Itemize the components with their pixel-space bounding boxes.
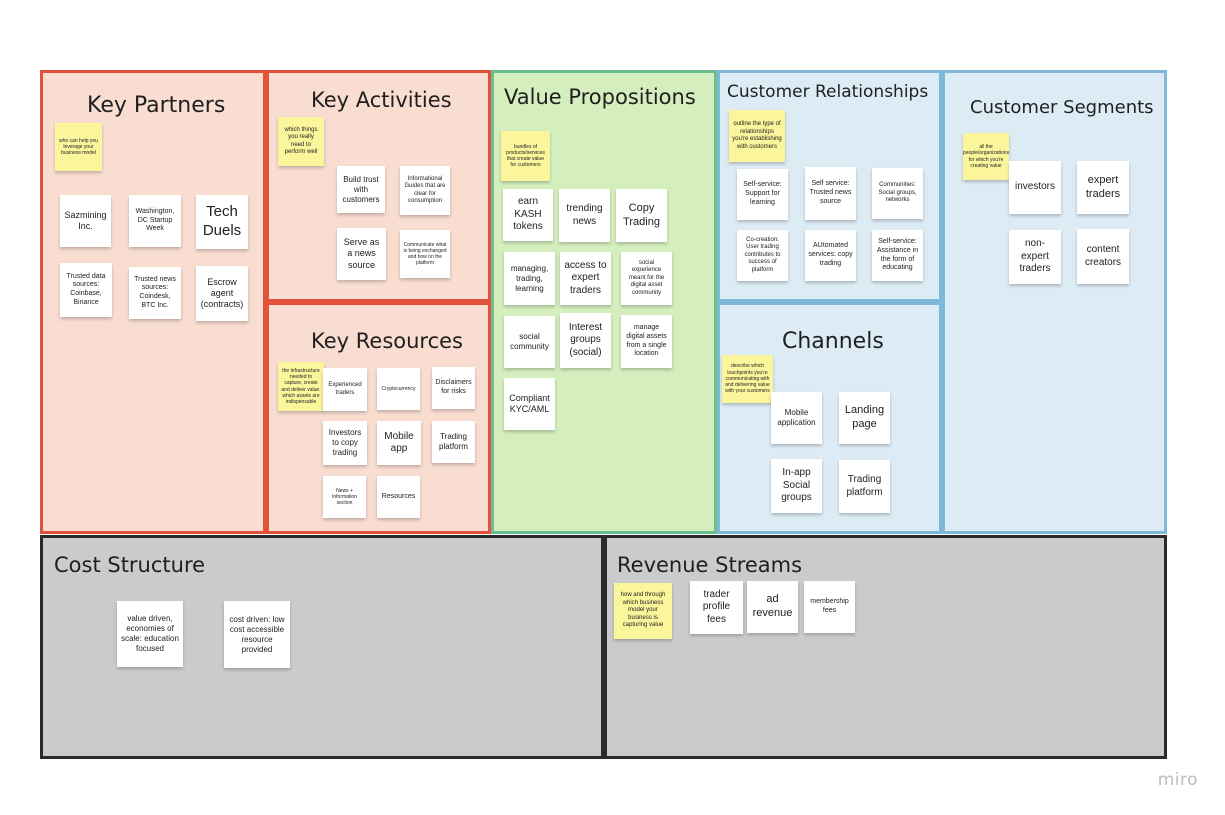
customer-segments-section[interactable]: Customer Segments all the people/organiz… [942,70,1167,534]
guide-sticky-note[interactable]: describe which touchpoints you're commun… [722,355,773,403]
sticky-note[interactable]: membership fees [804,581,855,633]
sticky-note[interactable]: Mobile app [377,421,421,465]
sticky-note[interactable]: Co-creation: User trading contributes to… [737,230,788,281]
key-activities-section[interactable]: Key Activities which things you really n… [266,70,491,302]
sticky-note[interactable]: Mobile application [771,392,822,444]
sticky-note[interactable]: AUtomated services: copy trading [805,230,856,281]
sticky-note[interactable]: Tech Duels [196,195,248,249]
guide-sticky-note[interactable]: the infrastructure needed to capture, cr… [278,362,324,411]
sticky-note[interactable]: earn KASH tokens [503,189,553,241]
sticky-note[interactable]: Serve as a news source [337,228,386,280]
sticky-note[interactable]: Compliant KYC/AML [504,378,555,430]
sticky-note[interactable]: investors [1009,161,1061,214]
section-title: Revenue Streams [617,553,803,577]
sticky-note[interactable]: Trading platform [839,460,890,513]
sticky-note[interactable]: Communities: Social groups, networks [872,168,923,219]
key-resources-section[interactable]: Key Resources the infrastructure needed … [266,302,491,534]
guide-sticky-note[interactable]: bundles of products/services that create… [501,131,550,181]
section-title: Customer Relationships [727,82,929,102]
section-title: Key Resources [311,329,463,353]
sticky-note[interactable]: Informational Guides that are clear for … [400,166,450,215]
sticky-note[interactable]: Disclaimers for risks [432,367,475,409]
section-title: Cost Structure [54,553,206,577]
sticky-note[interactable]: Investors to copy trading [323,421,367,465]
guide-sticky-note[interactable]: who can help you leverage your business … [55,123,102,171]
sticky-note[interactable]: cost driven: low cost accessible resourc… [224,601,290,668]
sticky-note[interactable]: Self-service: Support for learning [737,169,788,220]
sticky-note[interactable]: Self-service: Assistance in the form of … [872,230,923,281]
sticky-note[interactable]: manage digital assets from a single loca… [621,315,672,368]
section-title: Key Activities [311,88,452,112]
sticky-note[interactable]: Self service: Trusted news source [805,167,856,220]
sticky-note[interactable]: Interest groups (social) [560,313,611,368]
sticky-note[interactable]: value driven, economies of scale: educat… [117,601,183,667]
sticky-note[interactable]: Trusted data sources: Coinbase, Binance [60,263,112,317]
sticky-note[interactable]: Trusted news sources: Coindesk, BTC Inc. [129,267,181,319]
miro-watermark: miro [1157,770,1198,790]
key-partners-section[interactable]: Key Partners who can help you leverage y… [40,70,266,534]
sticky-note[interactable]: trending news [559,189,610,242]
channels-section[interactable]: Channels describe which touchpoints you'… [717,302,942,534]
sticky-note[interactable]: managing, trading, learning [504,252,555,305]
guide-sticky-note[interactable]: all the people/organizations for which y… [963,133,1009,180]
sticky-note[interactable]: Washington, DC Startup Week [129,195,181,247]
value-propositions-section[interactable]: Value Propositions bundles of products/s… [491,70,717,534]
sticky-note[interactable]: Experienced traders [323,368,367,411]
section-title: Customer Segments [970,97,1154,118]
sticky-note[interactable]: expert traders [1077,161,1129,214]
sticky-note[interactable]: trader profile fees [690,581,743,634]
sticky-note[interactable]: Escrow agent (contracts) [196,266,248,321]
sticky-note[interactable]: access to expert traders [560,252,611,305]
sticky-note[interactable]: social community [504,316,555,368]
sticky-note[interactable]: ad revenue [747,581,798,633]
customer-relationships-section[interactable]: Customer Relationships outline the type … [717,70,942,302]
guide-sticky-note[interactable]: outline the type of relationships you're… [729,110,785,162]
section-title: Key Partners [87,93,226,118]
sticky-note[interactable]: In-app Social groups [771,459,822,513]
guide-sticky-note[interactable]: how and through which business model you… [614,583,672,639]
sticky-note[interactable]: Sazmining Inc. [60,195,111,247]
sticky-note[interactable]: Build trust with customers [337,166,385,213]
sticky-note[interactable]: Copy Trading [616,189,667,242]
section-title: Channels [782,329,884,354]
section-title: Value Propositions [504,85,696,109]
sticky-note[interactable]: content creators [1077,229,1129,284]
sticky-note[interactable]: Cryptocurrency [377,368,420,410]
sticky-note[interactable]: Communicate what is being exchanged and … [400,230,450,278]
sticky-note[interactable]: Trading platform [432,421,475,463]
revenue-streams-section[interactable]: Revenue Streams how and through which bu… [604,535,1167,759]
sticky-note[interactable]: Resources [377,476,420,518]
sticky-note[interactable]: Landing page [839,392,890,444]
sticky-note[interactable]: non-expert traders [1009,230,1061,284]
guide-sticky-note[interactable]: which things you really need to perform … [278,117,324,166]
cost-structure-section[interactable]: Cost Structure value driven, economies o… [40,535,604,759]
sticky-note[interactable]: social experience meant for the digital … [621,252,672,305]
sticky-note[interactable]: News + Information section [323,476,366,518]
